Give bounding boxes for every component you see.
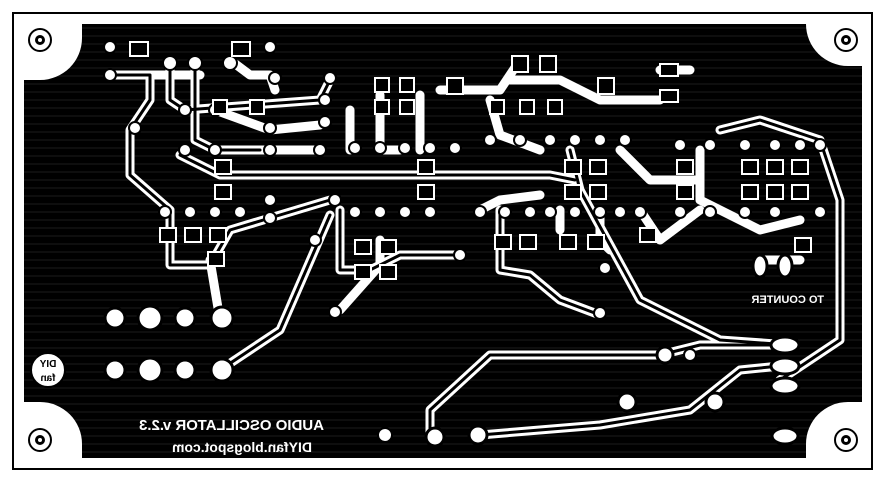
through-hole-pads — [103, 40, 827, 443]
badge-bottom-text: fan — [41, 373, 56, 384]
mounting-hole-top-right — [834, 28, 858, 52]
board-title: AUDIO OSCILLATOR v.2.3 — [139, 417, 324, 434]
copper-tracks — [108, 58, 842, 439]
large-pads — [103, 253, 801, 448]
mounting-hole-top-left — [28, 28, 52, 52]
ground-plane — [24, 24, 862, 458]
mounting-hole-bottom-right — [834, 428, 858, 452]
board-website: DIYfan.blogspot.com — [172, 439, 312, 455]
mounting-hole-bottom-left — [28, 428, 52, 452]
diyfan-badge: DIY fan — [30, 352, 66, 388]
counter-label: TO COUNTER — [751, 294, 824, 306]
square-pads — [129, 41, 812, 280]
copper-text: AUDIO OSCILLATOR v.2.3 DIYfan.blogspot.c… — [139, 294, 824, 455]
badge-top-text: DIY — [39, 359, 56, 370]
